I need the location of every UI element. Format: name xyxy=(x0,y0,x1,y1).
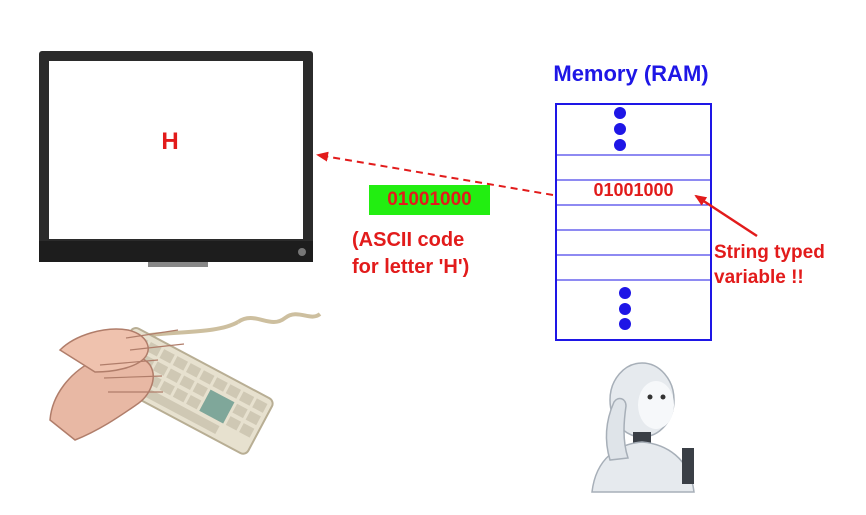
monitor-screen xyxy=(49,61,303,239)
memory-cell-value: 01001000 xyxy=(593,180,674,200)
transfer-arrow xyxy=(316,151,554,196)
ellipsis-bottom-icon xyxy=(619,287,631,330)
variable-annotation-line1: String typed xyxy=(714,242,825,263)
hands-keyboard-illustration xyxy=(49,312,322,455)
variable-annotation: String typed variable !! xyxy=(714,240,864,290)
ascii-annotation: (ASCII code for letter 'H') xyxy=(352,227,502,281)
ascii-annotation-line2: for letter 'H') xyxy=(352,256,470,278)
monitor-illustration xyxy=(39,51,313,267)
power-button-icon xyxy=(298,248,306,256)
binary-value-badge: 01001000 xyxy=(369,185,490,215)
displayed-character: H xyxy=(161,128,179,155)
monitor-stand xyxy=(148,262,208,267)
variable-arrow xyxy=(694,194,758,238)
memory-block xyxy=(555,103,712,341)
ellipsis-top-icon xyxy=(614,107,626,151)
memory-title: Memory (RAM) xyxy=(553,61,709,86)
ascii-annotation-line1: (ASCII code xyxy=(352,229,465,251)
thinking-robot-illustration xyxy=(591,362,695,493)
variable-annotation-line2: variable !! xyxy=(714,267,804,288)
